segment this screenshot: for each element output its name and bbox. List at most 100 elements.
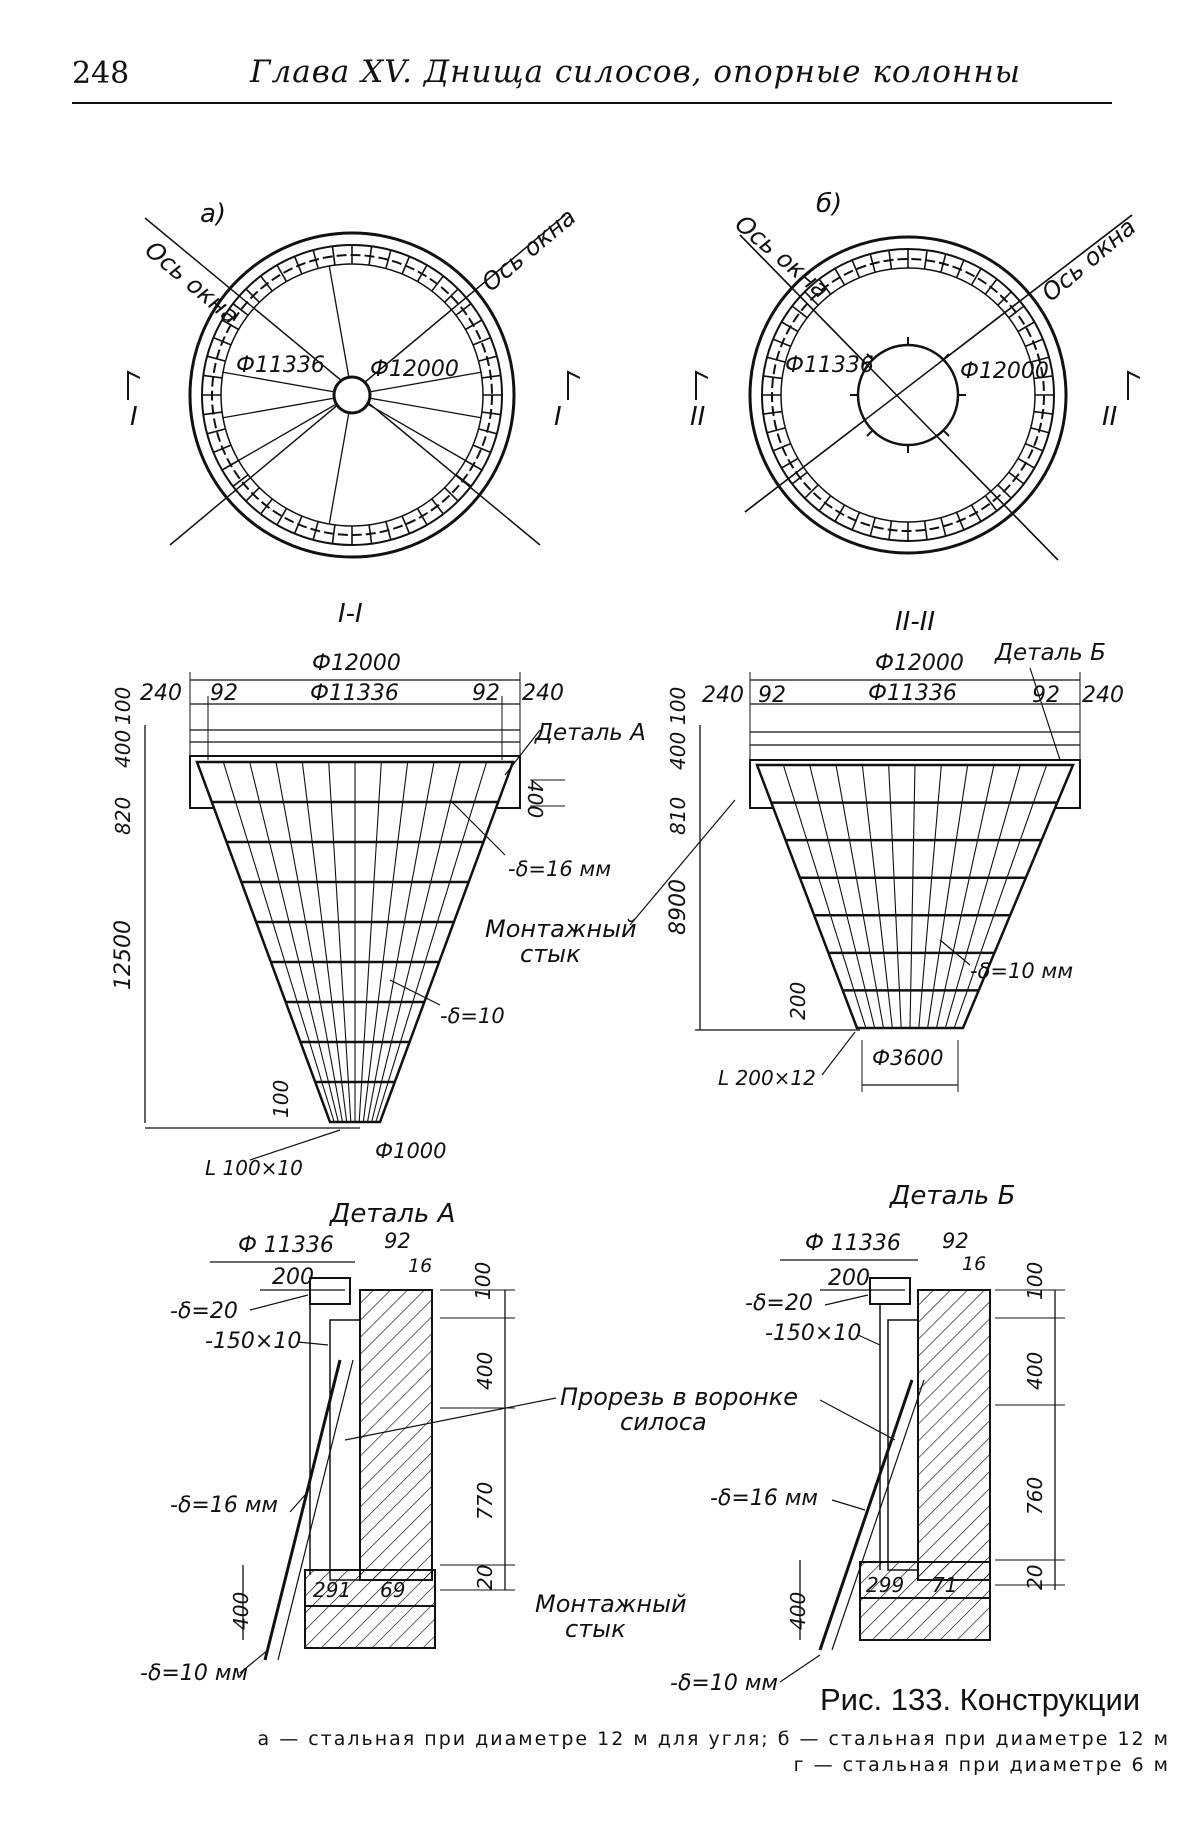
ring-rib: [782, 459, 798, 469]
ring-rib: [985, 496, 997, 511]
ring-rib: [1018, 459, 1034, 469]
detail-b-dim-92: 92: [942, 1229, 969, 1253]
ring-rib: [792, 306, 807, 318]
detail-b: Деталь Б Ф 11336 92 16 200 -δ=20 -150×10…: [670, 1181, 1065, 1696]
ring-rib: [456, 304, 471, 316]
section-1-gap-right: 92: [472, 681, 500, 706]
detail-a-dim-20: 20: [473, 1565, 497, 1590]
detail-b-dim-diam: Ф 11336: [805, 1231, 901, 1256]
section-2-gap-left: 92: [758, 683, 786, 708]
detail-a-dim-200: 200: [272, 1265, 314, 1290]
plan-b-section-left: II: [690, 402, 705, 432]
cut-label-line2: силоса: [620, 1408, 707, 1436]
ring-rib: [246, 289, 259, 302]
detail-b-dim-299: 299: [866, 1573, 904, 1597]
detail-b-dim-71: 71: [932, 1573, 957, 1597]
detail-a-dim-400: 400: [473, 1352, 497, 1390]
ring-rib: [418, 265, 428, 281]
ring-rib: [819, 496, 831, 511]
plan-b-label: б): [816, 189, 842, 219]
ring-rib: [432, 499, 444, 514]
plan-b-section-right: II: [1102, 402, 1117, 432]
ring-rib: [782, 322, 798, 332]
plan-b-axis-line-1-over: [740, 235, 1058, 560]
detail-mount-label-line1: Монтажный: [535, 1590, 687, 1618]
detail-b-plate-20: -δ=20: [745, 1291, 813, 1316]
section-2-dim-100: 100: [666, 687, 690, 725]
section-2-wall-left: 240: [702, 683, 744, 708]
caption-title: Рис. 133. Конструкции: [820, 1682, 1140, 1718]
detail-a-dim-100: 100: [471, 1262, 495, 1300]
plan-a-label: а): [200, 199, 226, 229]
section-2-dim-200: 200: [786, 982, 810, 1020]
section-1-dim-100: 100: [111, 687, 135, 725]
section-1-plate-top: -δ=16 мм: [508, 857, 611, 881]
ring-rib: [985, 279, 997, 294]
section-1-wall-right: 240: [522, 681, 564, 706]
section-2-dim-810: 810: [666, 797, 690, 835]
ring-rib: [418, 508, 428, 524]
ring-rib: [402, 516, 409, 534]
section-2-gap-right: 92: [1032, 683, 1060, 708]
ring-rib: [465, 320, 481, 330]
plan-b-section-arrow-right: [1128, 372, 1140, 400]
section-1-dim-12500: 12500: [111, 920, 136, 990]
ring-rib: [277, 265, 287, 281]
section-1-dim-820: 820: [111, 797, 135, 835]
section-2-dim-400: 400: [666, 732, 690, 770]
ring-rib: [835, 505, 845, 521]
detail-b-plate-16: -δ=16 мм: [710, 1486, 818, 1511]
ring-rib: [277, 508, 287, 524]
detail-a-dim-770: 770: [473, 1482, 497, 1520]
detail-b-dim-16: 16: [962, 1253, 986, 1275]
section-1-dim-outer: Ф12000: [312, 651, 401, 676]
detail-b-dim-760: 760: [1023, 1477, 1047, 1515]
ring-rib: [222, 461, 238, 471]
section-1-title: I-I: [338, 599, 363, 629]
section-1: I-I Ф12000 Ф11336 240 92 92 240 100 400 …: [111, 599, 646, 1180]
detail-a-title: Деталь А: [329, 1199, 455, 1229]
ring-rib: [432, 276, 444, 291]
section-1-dim-inner: Ф11336: [310, 681, 399, 706]
detail-a-dim-diam: Ф 11336: [238, 1233, 334, 1258]
ring-rib: [972, 269, 982, 285]
section-2-wall-right: 240: [1082, 683, 1124, 708]
plan-a-dim-inner: Ф11336: [236, 353, 325, 378]
plan-a-outlet: [334, 377, 370, 413]
ring-rib: [972, 505, 982, 521]
section-2: II-II Ф12000 Деталь Б Ф11336 240 92 92 2…: [666, 607, 1124, 1092]
section-2-plate-cone: -δ=10 мм: [970, 959, 1073, 983]
detail-a-dim-92: 92: [384, 1229, 411, 1253]
plan-a: а) Ось окна Ось окна Ф11336 Ф12000 I I: [128, 199, 581, 557]
ring-rib: [1018, 322, 1034, 332]
plan-b-dim-inner: Ф11336: [785, 353, 874, 378]
ring-rib: [763, 376, 782, 378]
section-2-outlet: Ф3600: [872, 1046, 944, 1070]
section-1-angle: L 100×10: [205, 1156, 303, 1180]
plan-a-section-arrow-right: [568, 372, 580, 400]
plan-a-section-left: I: [130, 402, 138, 432]
detail-b-dim-20: 20: [1023, 1565, 1047, 1590]
cut-label-line1: Прорезь в воронке: [560, 1383, 798, 1411]
plan-b-section-arrow-left: [696, 372, 708, 400]
detail-a-dim-400-low: 400: [229, 1592, 253, 1630]
detail-b-dim-100: 100: [1023, 1262, 1047, 1300]
plan-a-axis-right: Ось окна: [476, 203, 581, 297]
section-1-dim-400: 400: [111, 730, 135, 768]
plan-a-section-right: I: [554, 402, 562, 432]
caption-line-1: а — стальная при диаметре 12 м для угля;…: [258, 1728, 1170, 1750]
section-1-outlet: Ф1000: [375, 1139, 447, 1163]
ring-rib: [1009, 472, 1024, 484]
ring-rib: [465, 461, 481, 471]
section-2-dim-8900: 8900: [666, 879, 691, 935]
plan-a-radial: [329, 266, 352, 395]
ring-rib: [402, 256, 409, 274]
mount-joint-label-2: стык: [520, 940, 581, 968]
caption-line-2: г — стальная при диаметре 6 м: [794, 1754, 1170, 1776]
detail-b-plate-10: -δ=10 мм: [670, 1671, 778, 1696]
outlet-tick: [943, 430, 949, 436]
ring-rib: [233, 475, 248, 487]
detail-a-strip: -150×10: [205, 1329, 301, 1354]
plan-b-dim-outer: Ф12000: [960, 359, 1049, 384]
